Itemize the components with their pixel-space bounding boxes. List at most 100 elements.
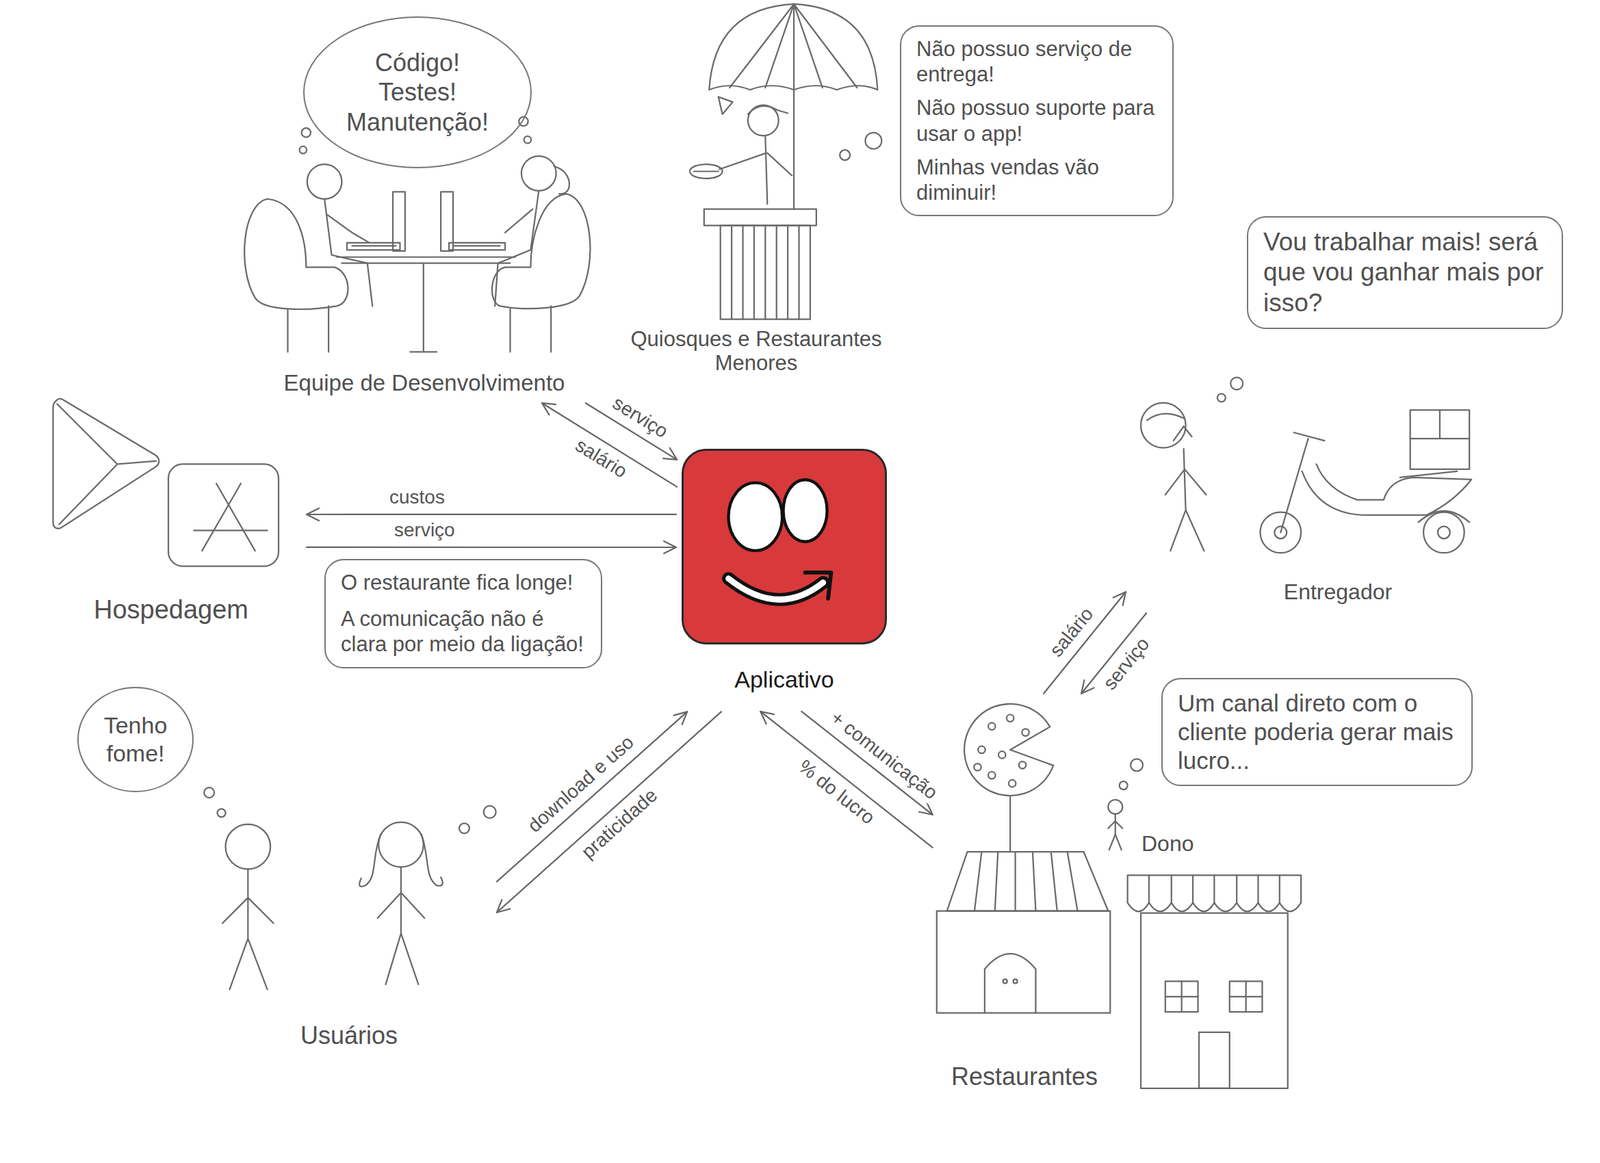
connector-arrow <box>1081 613 1147 694</box>
bubble-text: Código! Testes! Manutenção! <box>346 47 489 137</box>
arrow-head <box>674 711 688 725</box>
node-caption: Restaurantes <box>936 1062 1113 1091</box>
restaurant-drawing <box>988 771 996 779</box>
caption-box: Restaurantes <box>936 1062 1113 1091</box>
dev-team-drawing <box>287 305 329 352</box>
restaurant-drawing <box>974 852 1078 911</box>
thought-bubble: Código! Testes! Manutenção! <box>302 15 533 170</box>
connector-line <box>760 711 933 848</box>
users-drawing <box>203 787 215 798</box>
connector-arrow <box>496 711 722 913</box>
caption-box: Aplicativo <box>681 666 887 694</box>
dev-team-drawing <box>301 127 311 137</box>
bubble-text: Não possuo suporte para usar o app! <box>916 95 1158 146</box>
app-face <box>683 450 885 643</box>
kiosk-drawing <box>747 106 788 115</box>
users-drawing <box>377 867 425 985</box>
connector-arrow <box>542 403 677 487</box>
courier-drawing <box>1280 432 1325 533</box>
restaurant-drawing <box>1127 875 1301 912</box>
users-drawing <box>378 822 424 868</box>
caption-box: Hospedagem <box>41 595 302 626</box>
arrow-head <box>306 508 319 521</box>
connector-arrow <box>801 711 933 816</box>
stakeholder-figure: Entregador <box>1129 396 1479 610</box>
connector-line <box>801 711 933 816</box>
connector-line <box>542 403 677 487</box>
bubble-text: Tenho fome! <box>104 711 168 768</box>
users-drawing <box>459 823 470 834</box>
edge-label: serviço <box>1097 631 1155 696</box>
connector-line <box>585 403 677 460</box>
connector-line <box>1043 591 1126 694</box>
node-caption: Quiosques e Restaurantes Menores <box>602 327 911 376</box>
connector-line <box>306 513 677 516</box>
arrow-head <box>496 899 510 913</box>
restaurant-drawing <box>973 763 981 771</box>
users-drawing <box>203 787 496 990</box>
bubble-text-box: Tenho fome! <box>104 711 168 768</box>
restaurant-drawing <box>1006 714 1014 722</box>
kiosk-drawing <box>731 225 799 320</box>
kiosk-drawing <box>689 4 882 320</box>
node-caption: Usuários <box>205 1021 493 1050</box>
arrow-head <box>760 711 774 725</box>
figure-label: Dono <box>1141 830 1195 857</box>
connector-arrow <box>306 508 677 521</box>
bubble-text: A comunicação não é clara por meio da li… <box>340 606 586 657</box>
stakeholder-figure: Equipe de Desenvolvimento <box>232 174 616 401</box>
courier-drawing <box>1230 377 1243 391</box>
connector-arrow <box>1043 591 1126 694</box>
users-drawing <box>217 808 226 818</box>
dev-team-drawing <box>492 193 590 309</box>
restaurant-drawing <box>1119 781 1128 790</box>
app-face <box>728 578 823 601</box>
dev-team-drawing <box>521 156 557 191</box>
bubble-outline <box>78 687 193 792</box>
thought-bubble: O restaurante fica longe! A comunicação n… <box>324 559 603 669</box>
dev-team-drawing <box>307 164 343 200</box>
bubble-text: Um canal direto com o cliente poderia ge… <box>1177 689 1457 776</box>
restaurant-drawing <box>1229 981 1263 1013</box>
users-drawing <box>225 824 272 870</box>
stakeholder-figure: Hospedagem <box>41 393 302 630</box>
restaurant-drawing <box>936 911 1111 1014</box>
stakeholder-figure: Usuários <box>205 800 493 1054</box>
restaurant-drawing <box>1149 875 1280 903</box>
kiosk-drawing <box>718 97 733 115</box>
caption-box: Entregador <box>1197 579 1479 605</box>
edge-label: serviço <box>392 520 458 542</box>
dev-team-drawing <box>554 166 570 194</box>
kiosk-drawing <box>704 209 817 226</box>
bubble-text: O restaurante fica longe! <box>340 570 586 596</box>
restaurant-drawing <box>1018 761 1026 769</box>
kiosk-drawing <box>793 89 795 209</box>
thought-bubble: Um canal direto com o cliente poderia ge… <box>1161 678 1473 787</box>
dev-team-drawing <box>518 117 528 126</box>
kiosk-drawing <box>719 135 792 204</box>
courier-drawing <box>1400 471 1458 478</box>
edge-label: salário <box>569 433 632 484</box>
app-face <box>728 483 783 551</box>
restaurant-drawing <box>936 704 1301 1089</box>
dev-team-drawing <box>324 199 373 307</box>
app-node: Aplicativo <box>681 448 887 709</box>
node-caption: Entregador <box>1197 579 1479 605</box>
restaurant-drawing <box>988 722 996 730</box>
bubble-text: Vou trabalhar mais! será que vou ganhar … <box>1263 227 1547 319</box>
restaurant-drawing <box>977 746 985 754</box>
node-caption: Aplicativo <box>681 666 887 694</box>
bubble-outline <box>302 15 533 170</box>
thought-bubble: Tenho fome! <box>76 686 195 794</box>
caption-box: Equipe de Desenvolvimento <box>232 370 616 397</box>
edge-label: % do lucro <box>792 754 881 831</box>
connector-arrow <box>760 711 933 848</box>
kiosk-drawing <box>693 170 719 172</box>
users-drawing <box>483 806 497 819</box>
edge-label: salário <box>1044 602 1100 663</box>
edge-label: custos <box>387 487 447 509</box>
kiosk-drawing <box>689 164 723 179</box>
app-face <box>805 572 832 599</box>
restaurant-drawing <box>998 751 1006 759</box>
